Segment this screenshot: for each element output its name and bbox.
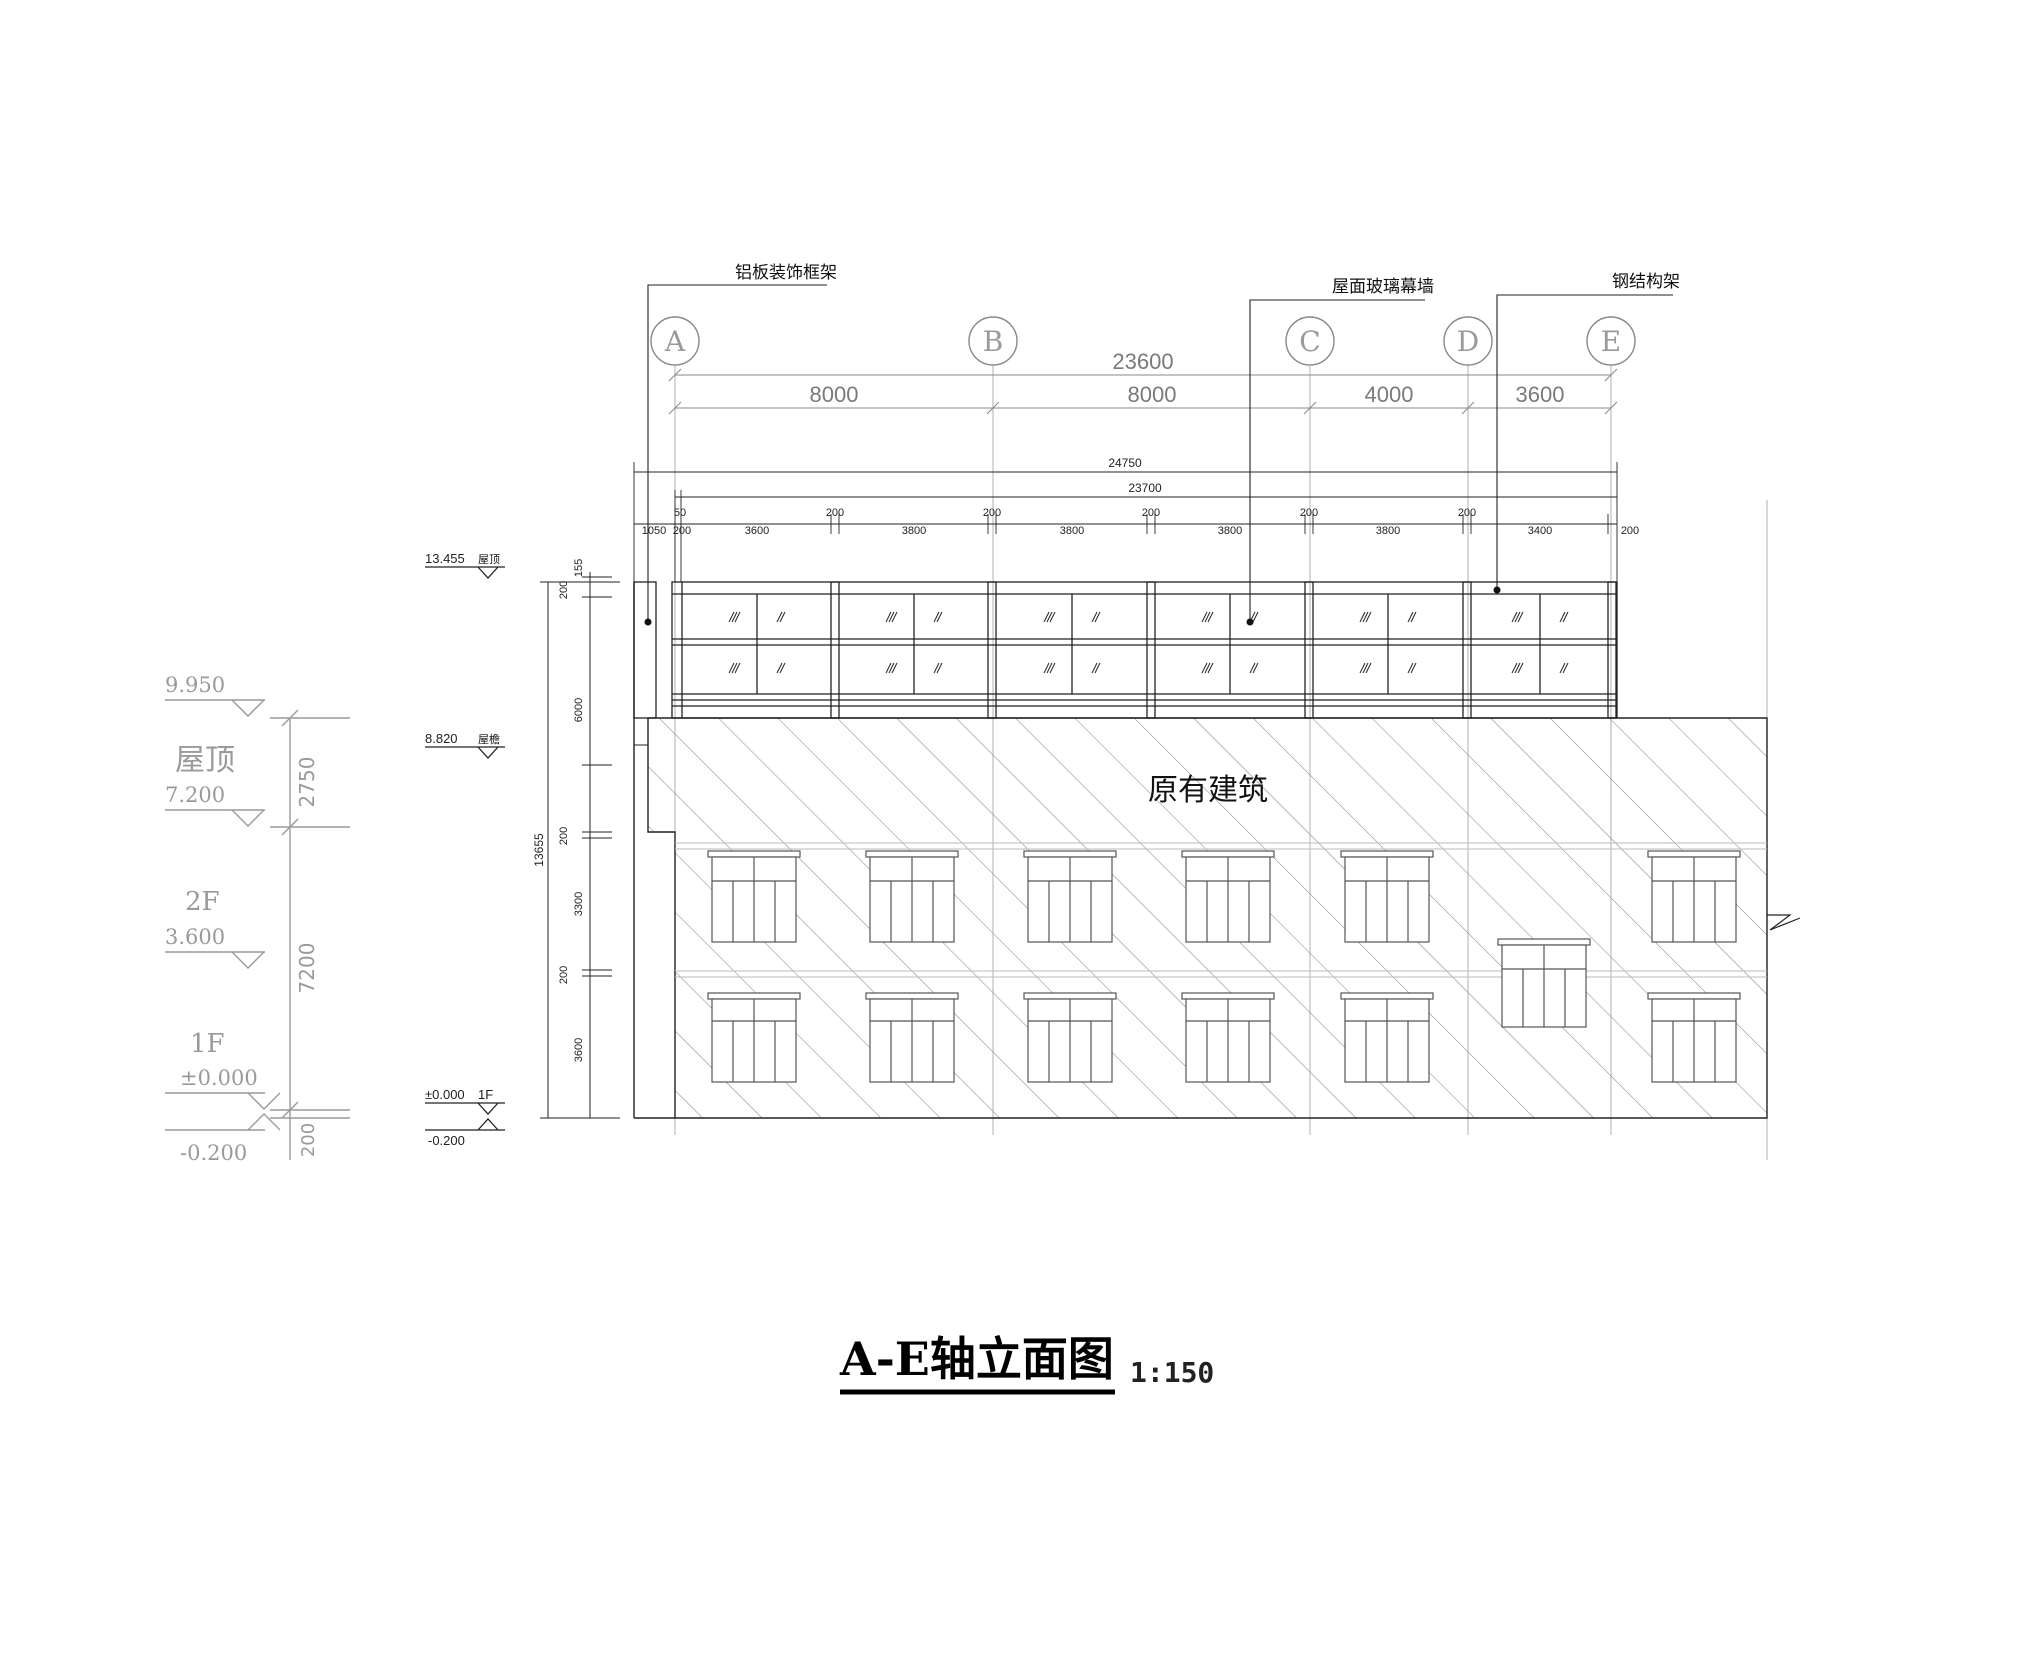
callout-glass-curtain-wall: 屋面玻璃幕墙: [1332, 277, 1434, 297]
axis-dim-ab: 8000: [810, 382, 859, 407]
windows-upper: [707, 850, 1741, 1028]
frame-dim-overall: 24750: [1108, 456, 1142, 470]
frame-dim-1050: 1050: [642, 525, 666, 537]
frame-dimension-lines: [633, 462, 1618, 582]
axis-dim-cd: 4000: [1365, 382, 1414, 407]
drawing-scale: 1:150: [1130, 1356, 1214, 1389]
vdim-155: 155: [573, 559, 585, 577]
frame-dim-post-4: 200: [1300, 507, 1318, 519]
axis-e-label: E: [1601, 325, 1621, 358]
frame-dim-bay-5: 3800: [1376, 525, 1400, 537]
axis-dimension-lines: [668, 368, 1618, 415]
vdim-6000: 6000: [573, 698, 585, 722]
level-minus-0200: -0.200: [428, 1133, 465, 1148]
axis-d-label: D: [1457, 325, 1479, 358]
callout-leaders: [647, 284, 1673, 622]
frame-dim-50: 50: [674, 507, 686, 519]
vdim-200-mid: 200: [558, 827, 570, 845]
vdim-200-low: 200: [558, 966, 570, 984]
frame-dim-post-3: 200: [1142, 507, 1160, 519]
axis-dim-de: 3600: [1516, 382, 1565, 407]
roof-glass-curtain-wall: [633, 581, 1618, 719]
level-8820: 8.820: [425, 731, 458, 746]
frame-dim-bay-2: 3800: [902, 525, 926, 537]
grey-level-name-2f: 2F: [185, 887, 220, 917]
frame-dim-post-1: 200: [826, 507, 844, 519]
vdim-total: 13655: [532, 833, 546, 867]
level-name-eave: 屋檐: [478, 732, 500, 746]
frame-dim-bay-1: 3600: [745, 525, 769, 537]
frame-dim-post-2: 200: [983, 507, 1001, 519]
vdim-200-top: 200: [558, 581, 570, 599]
level-name-roof: 屋顶: [478, 553, 500, 566]
drawing-title: A-E轴立面图: [839, 1332, 1114, 1386]
axis-b-label: B: [983, 325, 1004, 358]
grey-level-column: [165, 699, 350, 1160]
level-name-1f: 1F: [478, 1087, 493, 1102]
axis-c-label: C: [1299, 325, 1320, 358]
axis-a-label: A: [664, 325, 686, 358]
frame-dim-bay-3: 3800: [1060, 525, 1084, 537]
grey-level-7200: 7.200: [165, 783, 225, 807]
callout-steel-frame: 钢结构架: [1612, 272, 1680, 292]
grey-level-name-roof: 屋顶: [175, 743, 235, 778]
vdim-3300: 3300: [573, 892, 585, 916]
level-markers: [425, 566, 505, 1131]
axis-dim-total: 23600: [1112, 349, 1173, 374]
level-13455: 13.455: [425, 551, 465, 566]
frame-dim-inner: 23700: [1128, 481, 1162, 495]
grey-level-name-1f: 1F: [190, 1029, 225, 1059]
windows-lower: [707, 992, 1741, 1083]
grey-level-3600: 3.600: [165, 925, 225, 949]
vertical-dimension-chain: [540, 572, 620, 1119]
grey-level-000: ±0.000: [180, 1066, 258, 1090]
callout-aluminum-frame: 铝板装饰框架: [735, 263, 837, 283]
grey-level-9950: 9.950: [165, 673, 225, 697]
existing-building-label: 原有建筑: [1148, 773, 1268, 808]
grey-level-minus-0200: -0.200: [180, 1141, 247, 1165]
vdim-3600: 3600: [573, 1038, 585, 1062]
grey-dim-2750: 2750: [295, 757, 319, 808]
callout-dots: [644, 586, 1501, 626]
frame-dim-bay-4: 3800: [1218, 525, 1242, 537]
grey-dim-200: 200: [298, 1123, 319, 1157]
grey-dim-7200: 7200: [295, 943, 319, 994]
frame-dim-post-6: 200: [1621, 525, 1639, 537]
frame-dim-200-left: 200: [673, 525, 691, 537]
frame-dim-post-5: 200: [1458, 507, 1476, 519]
level-000: ±0.000: [425, 1087, 465, 1102]
frame-dim-bay-6: 3400: [1528, 525, 1552, 537]
glass-reflection-marks: [728, 611, 1569, 674]
axis-dim-bc: 8000: [1128, 382, 1177, 407]
